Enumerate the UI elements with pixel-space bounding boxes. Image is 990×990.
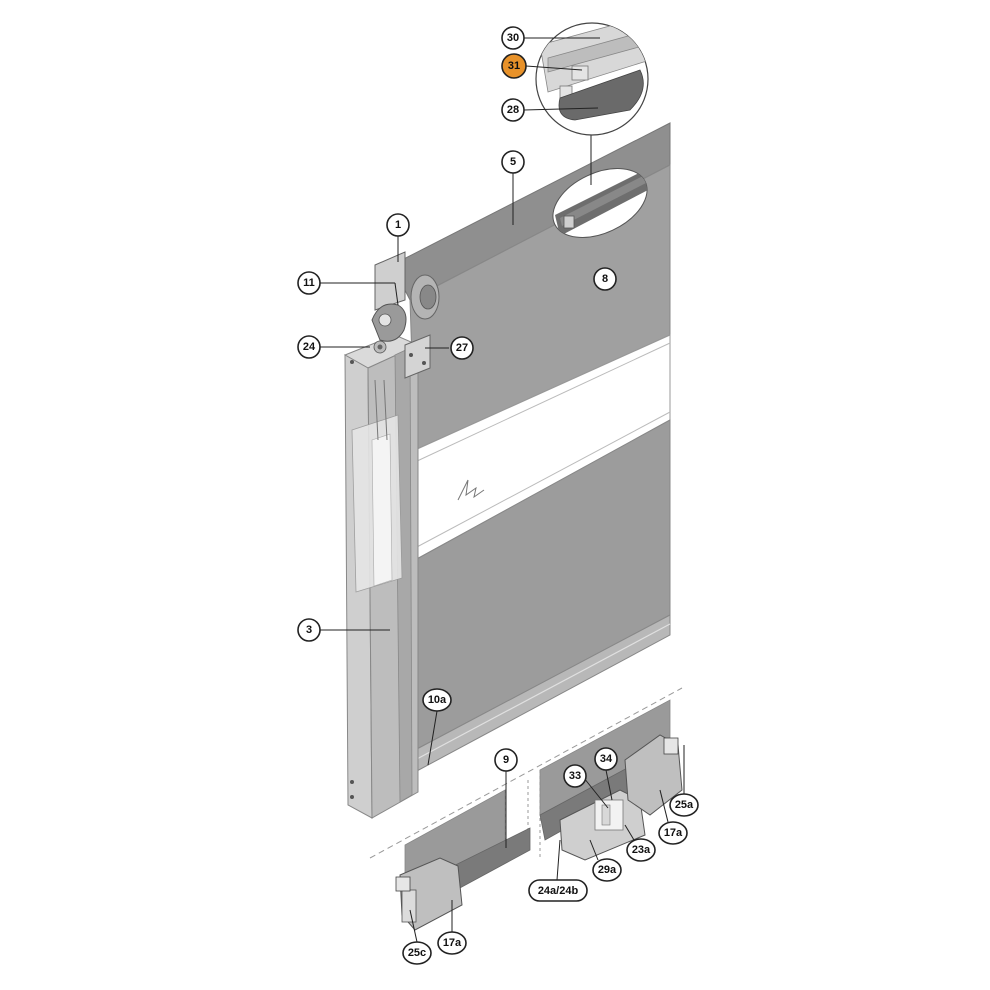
svg-text:8: 8 <box>602 273 608 285</box>
svg-text:17a: 17a <box>443 937 462 949</box>
callout-34: 34 <box>594 747 618 771</box>
callout-11: 11 <box>297 271 321 295</box>
svg-text:31: 31 <box>508 60 520 72</box>
svg-text:29a: 29a <box>598 864 617 876</box>
callout-1: 1 <box>386 213 410 237</box>
svg-text:28: 28 <box>507 104 519 116</box>
callout-8: 8 <box>593 267 617 291</box>
callout-27: 27 <box>450 336 474 360</box>
leader-lines <box>320 37 685 943</box>
svg-text:27: 27 <box>456 342 468 354</box>
svg-text:24: 24 <box>303 341 316 353</box>
callout-24a-24b: 24a/24b <box>528 879 588 902</box>
callout-9: 9 <box>494 748 518 772</box>
svg-text:9: 9 <box>503 754 509 766</box>
callout-23a: 23a <box>626 838 656 862</box>
roller-zoom-oval <box>552 168 648 238</box>
callout-25c: 25c <box>402 941 432 965</box>
callout-17a-right: 17a <box>658 821 688 845</box>
svg-text:24a/24b: 24a/24b <box>538 885 579 897</box>
callout-33: 33 <box>563 764 587 788</box>
svg-text:33: 33 <box>569 770 581 782</box>
svg-text:3: 3 <box>306 624 312 636</box>
svg-text:1: 1 <box>395 219 401 231</box>
callout-30: 30 <box>501 26 525 50</box>
callout-25a: 25a <box>669 793 699 817</box>
callout-29a: 29a <box>592 858 622 882</box>
callout-28: 28 <box>501 98 525 122</box>
svg-text:30: 30 <box>507 32 519 44</box>
callout-5: 5 <box>501 150 525 174</box>
svg-text:10a: 10a <box>428 694 447 706</box>
profile-zoom-circle <box>535 22 649 136</box>
svg-text:25c: 25c <box>408 947 426 959</box>
svg-text:34: 34 <box>600 753 613 765</box>
callout-3: 3 <box>297 618 321 642</box>
callout-31: 31 <box>501 53 527 79</box>
side-frame-post <box>343 334 420 819</box>
callout-10a: 10a <box>422 688 452 712</box>
svg-text:25a: 25a <box>675 799 694 811</box>
svg-text:17a: 17a <box>664 827 683 839</box>
callout-17a-left: 17a <box>437 931 467 955</box>
callout-24: 24 <box>297 335 321 359</box>
svg-text:5: 5 <box>510 156 516 168</box>
bottom-curtain-left <box>395 789 531 931</box>
callout-labels: 30 31 28 5 1 8 11 24 27 3 10a 9 34 33 25… <box>297 26 699 965</box>
curtain-upper <box>391 122 671 773</box>
top-bracket-assembly <box>371 251 440 379</box>
svg-text:11: 11 <box>303 277 315 289</box>
svg-text:23a: 23a <box>632 844 651 856</box>
